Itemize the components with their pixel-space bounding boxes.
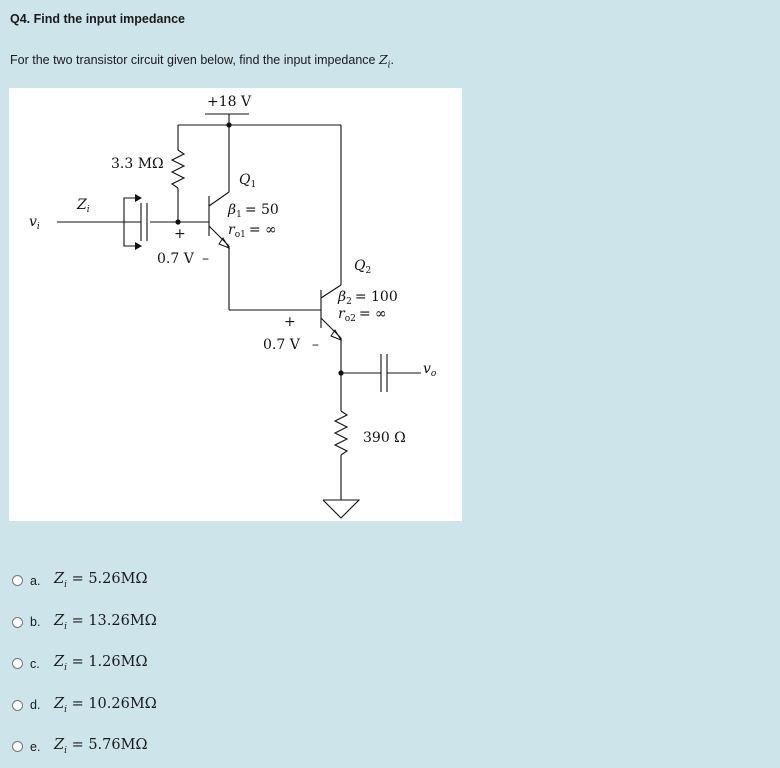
- resistor1-label: 3.3 MΩ: [111, 156, 164, 172]
- beta2-value: = 100: [355, 289, 398, 305]
- q1-sub: 1: [250, 180, 256, 190]
- ro1-label: ro1= ∞: [228, 222, 277, 240]
- vo-var: v: [423, 361, 431, 377]
- option-b[interactable]: b. Zi = 13.26MΩ: [12, 602, 157, 644]
- q1-var: Q: [239, 172, 251, 188]
- circuit-diagram: +18 V 3.3 MΩ Zi vi Q1 β1= 50 ro1= ∞ + 0.…: [9, 88, 462, 521]
- zi-sub: i: [87, 205, 90, 215]
- circuit-svg: +18 V 3.3 MΩ Zi vi Q1 β1= 50 ro1= ∞ + 0.…: [29, 94, 437, 519]
- vbe1-minus: –: [202, 251, 209, 267]
- vbe2-plus: +: [284, 314, 296, 330]
- option-expression: Zi = 5.76MΩ: [54, 737, 148, 757]
- vbe2-label: 0.7 V: [263, 337, 301, 353]
- question-text-suffix: .: [390, 53, 395, 67]
- vbe2-minus: –: [312, 337, 319, 353]
- option-d[interactable]: d. Zi = 10.26MΩ: [12, 685, 157, 727]
- vbe1-plus: +: [174, 226, 186, 242]
- radio-button[interactable]: [12, 658, 23, 670]
- question-text-var: Z: [378, 52, 388, 67]
- beta2-label: β2= 100: [337, 289, 398, 307]
- option-letter: d.: [30, 698, 41, 713]
- vo-label: vo: [423, 361, 437, 379]
- radio-button[interactable]: [12, 616, 23, 628]
- question-text-sub: i: [387, 60, 391, 71]
- option-a[interactable]: a. Zi = 5.26MΩ: [12, 560, 157, 602]
- vi-label: vi: [29, 214, 40, 232]
- vi-sub: i: [37, 222, 40, 232]
- radio-button[interactable]: [12, 699, 23, 711]
- radio-button[interactable]: [12, 575, 23, 587]
- vo-sub: o: [431, 369, 437, 379]
- ro1-value: = ∞: [249, 222, 277, 238]
- option-letter: a.: [30, 573, 41, 588]
- q2-var: Q: [354, 258, 366, 274]
- q2-sub: 2: [365, 266, 371, 276]
- option-expression: Zi = 5.26MΩ: [54, 571, 148, 591]
- question-text-prefix: For the two transistor circuit given bel…: [10, 53, 379, 67]
- vbe1-label: 0.7 V: [157, 251, 195, 267]
- supply-label: +18 V: [207, 94, 252, 110]
- zi-label: Zi: [76, 197, 90, 215]
- ro2-value: = ∞: [359, 306, 387, 322]
- ro2-label: ro2= ∞: [338, 306, 387, 324]
- q2-label: Q2: [354, 258, 371, 276]
- question-title: Q4. Find the input impedance: [10, 12, 186, 26]
- option-e[interactable]: e. Zi = 5.76MΩ: [12, 726, 157, 768]
- option-letter: c.: [30, 656, 40, 671]
- radio-button[interactable]: [12, 741, 23, 753]
- option-expression: Zi = 13.26MΩ: [54, 612, 157, 632]
- vi-var: v: [29, 214, 37, 230]
- zi-var: Z: [76, 197, 87, 213]
- option-c[interactable]: c. Zi = 1.26MΩ: [12, 643, 157, 685]
- resistor2-label: 390 Ω: [363, 430, 406, 446]
- beta1-label: β1= 50: [227, 202, 279, 220]
- option-letter: b.: [30, 615, 41, 630]
- option-expression: Zi = 10.26MΩ: [54, 695, 157, 715]
- option-expression: Zi = 1.26MΩ: [54, 654, 148, 674]
- question-text: For the two transistor circuit given bel…: [10, 52, 394, 71]
- answer-options: a. Zi = 5.26MΩ b. Zi = 13.26MΩ c. Zi = 1…: [12, 560, 157, 768]
- q1-label: Q1: [239, 172, 256, 190]
- beta1-value: = 50: [245, 202, 279, 218]
- option-letter: e.: [30, 739, 41, 754]
